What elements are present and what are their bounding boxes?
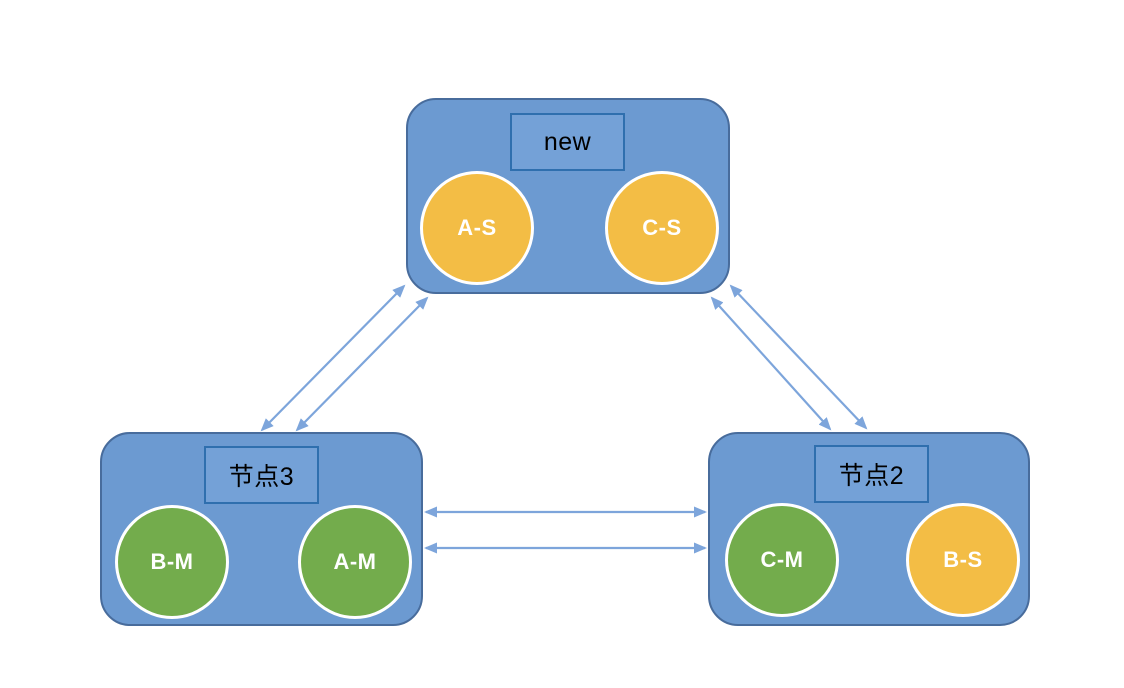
node-new-label: new <box>543 127 592 156</box>
node-jiedian2-label: 节点2 <box>838 462 905 490</box>
arrow-node3-new <box>295 296 429 432</box>
node-jiedian3-label-box: 节点3 <box>204 446 319 504</box>
circle-b-m: B-M <box>115 505 229 619</box>
circle-b-s-label: B-S <box>943 547 983 572</box>
node-jiedian2: 节点2 C-M B-S <box>708 432 1030 626</box>
circle-b-m-label: B-M <box>150 549 194 574</box>
circle-a-m: A-M <box>298 505 412 619</box>
circle-c-m-label: C-M <box>760 547 804 572</box>
circle-c-s-label: C-S <box>642 215 682 240</box>
arrow-node2-new <box>710 296 832 431</box>
circle-b-s: B-S <box>906 503 1020 617</box>
circle-c-s: C-S <box>605 171 719 285</box>
node-new: new A-S C-S <box>406 98 730 294</box>
node-jiedian2-label-box: 节点2 <box>814 445 929 503</box>
circle-a-m-label: A-M <box>333 549 377 574</box>
node-jiedian3-label: 节点3 <box>228 463 295 491</box>
node-jiedian3: 节点3 B-M A-M <box>100 432 423 626</box>
node-new-label-box: new <box>510 113 625 171</box>
circle-c-m: C-M <box>725 503 839 617</box>
circle-a-s: A-S <box>420 171 534 285</box>
arrow-node2-new <box>729 284 868 430</box>
circle-a-s-label: A-S <box>457 215 497 240</box>
arrow-node3-new <box>260 284 406 432</box>
